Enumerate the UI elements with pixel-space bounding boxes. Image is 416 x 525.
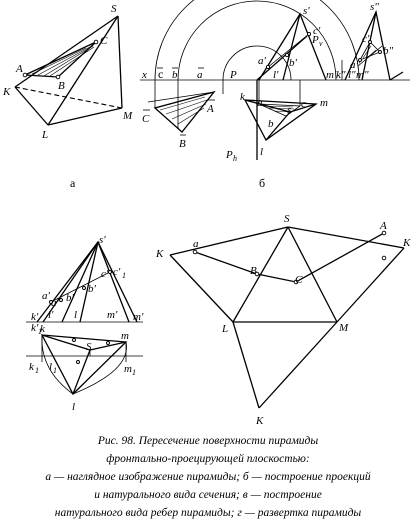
label-m1: m' bbox=[326, 69, 337, 81]
label-g-A: A bbox=[379, 220, 387, 232]
label-v-k2-sub: 1 bbox=[35, 366, 39, 375]
label-v-m11: m' bbox=[133, 311, 144, 323]
label-a-bar: a bbox=[197, 69, 203, 81]
label-a1: a' bbox=[258, 55, 267, 67]
label-L: L bbox=[41, 129, 48, 141]
label-c2: c" bbox=[362, 33, 372, 45]
figure-caption: Рис. 98. Пересечение поверхности пирамид… bbox=[0, 432, 416, 522]
label-v-m2: m bbox=[124, 363, 132, 375]
label-m-h: m bbox=[320, 97, 328, 109]
label-Ph: P bbox=[225, 149, 233, 161]
label-g-a: a bbox=[193, 238, 199, 250]
label-Pv-sub: v bbox=[319, 39, 323, 48]
label-s-h: s bbox=[287, 104, 291, 116]
label-v-m2-sub: 1 bbox=[132, 368, 136, 377]
panel-b-projections: x c b a C A B P v P h P bbox=[140, 0, 410, 163]
label-v-l2: l bbox=[49, 361, 52, 373]
label-b1: b' bbox=[289, 57, 298, 69]
label-v-c1: c' bbox=[101, 268, 109, 280]
label-v-k2: k bbox=[29, 361, 35, 373]
caption-line-3: а — наглядное изображение пирамиды; б — … bbox=[45, 471, 371, 483]
label-Ph-sub: h bbox=[233, 154, 237, 163]
label-b-bar: b bbox=[172, 69, 178, 81]
label-C-bar: C bbox=[142, 113, 150, 125]
label-v-l: l bbox=[72, 401, 75, 413]
label-s1: s' bbox=[303, 5, 310, 17]
label-v-c11-sub: 1 bbox=[122, 271, 126, 280]
label-v-l1: l' bbox=[48, 309, 54, 321]
label-c1: c' bbox=[313, 25, 321, 37]
label-s2: s" bbox=[370, 1, 379, 13]
label-x: x bbox=[141, 69, 147, 81]
label-A: A bbox=[15, 63, 23, 75]
caption-line-5: натурального вида ребер пирамиды; г — ра… bbox=[54, 507, 362, 519]
panel-label-b: б bbox=[259, 176, 265, 190]
label-c-h: c bbox=[301, 98, 306, 110]
label-B: B bbox=[58, 80, 65, 92]
label-v-S: S bbox=[86, 341, 92, 353]
panel-v-edges: s' c' c' 1 a' a' b' b' k' l' l m' m' k' … bbox=[26, 234, 144, 413]
label-v-k: k bbox=[40, 323, 46, 335]
label-M: M bbox=[122, 110, 133, 122]
label-l-h: l bbox=[260, 146, 263, 158]
label-Pv: P bbox=[311, 34, 319, 46]
label-k2: k" bbox=[336, 69, 346, 81]
label-v-s1: s' bbox=[99, 234, 106, 246]
label-v-m: m bbox=[121, 330, 129, 342]
label-A-bar: A bbox=[206, 103, 214, 115]
label-g-M: M bbox=[338, 322, 349, 334]
label-v-k11-sub: 1 bbox=[38, 327, 42, 336]
caption-line-2: фронтально-проецирующей плоскостью: bbox=[106, 453, 310, 465]
label-v-a11: a' bbox=[51, 297, 60, 309]
label-B-bar: B bbox=[179, 138, 186, 150]
label-a2: a" bbox=[350, 59, 361, 71]
label-b-h: b bbox=[268, 118, 274, 130]
label-v-k1: k' bbox=[31, 311, 39, 323]
label-v-k11: k' bbox=[31, 322, 39, 334]
panel-label-a: а bbox=[70, 176, 76, 190]
panel-a-pictorial: S A B C K L M bbox=[2, 3, 133, 141]
label-v-m1: m' bbox=[107, 309, 118, 321]
label-m2: m" bbox=[356, 69, 369, 81]
label-g-K3: K bbox=[255, 415, 264, 427]
label-S: S bbox=[111, 3, 117, 15]
label-g-L: L bbox=[221, 323, 228, 335]
label-v-b1: b' bbox=[66, 292, 75, 304]
label-g-S: S bbox=[284, 213, 290, 225]
label-v-b11: b' bbox=[88, 283, 97, 295]
label-v-a1: a' bbox=[42, 290, 51, 302]
label-k-h: k bbox=[240, 91, 246, 103]
caption-line-4: и натурального вида сечения; в — построе… bbox=[94, 489, 322, 501]
label-P: P bbox=[229, 69, 237, 81]
label-g-C: C bbox=[295, 274, 303, 286]
label-g-B: B bbox=[250, 265, 257, 277]
caption-line-1: Рис. 98. Пересечение поверхности пирамид… bbox=[97, 435, 319, 447]
label-v-l2-sub: 1 bbox=[53, 366, 57, 375]
label-K: K bbox=[2, 86, 11, 98]
panel-g-development: S K a A K B C L M K bbox=[155, 213, 411, 427]
label-l1: l' bbox=[273, 69, 279, 81]
label-b2: b" bbox=[383, 45, 394, 57]
label-g-K2: K bbox=[402, 237, 411, 249]
label-v-l11: l bbox=[74, 309, 77, 321]
label-c-bar: c bbox=[158, 67, 163, 81]
label-g-K1: K bbox=[155, 248, 164, 260]
label-a-h: a bbox=[257, 97, 263, 109]
label-v-c11: c' bbox=[113, 266, 121, 278]
label-C: C bbox=[100, 35, 108, 47]
label-l2: l" bbox=[348, 69, 356, 81]
